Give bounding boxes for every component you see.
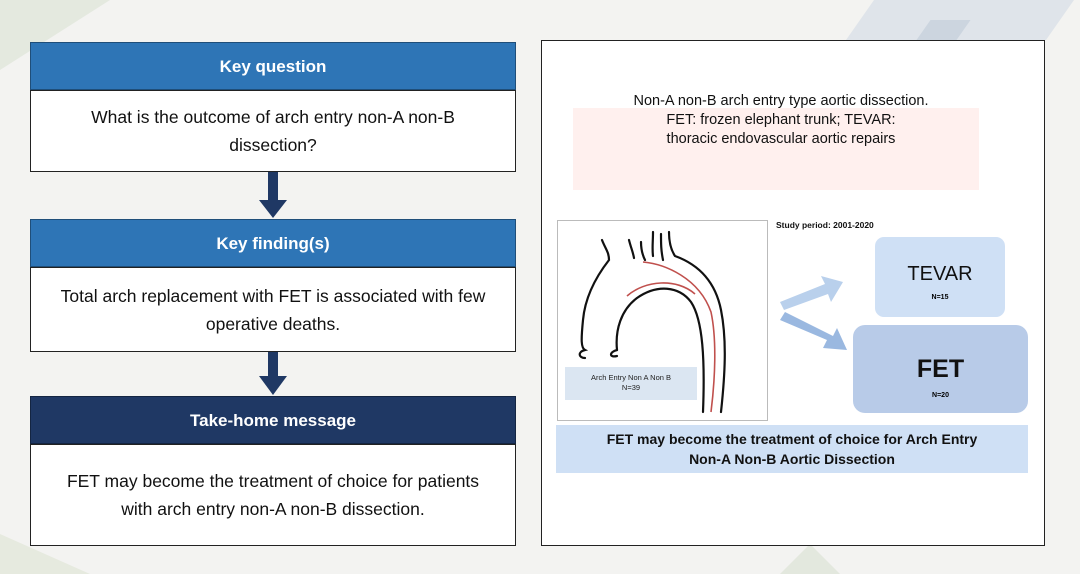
arrow-to-fet-icon [780,312,847,350]
down-arrow-icon [259,172,287,218]
background-decoration [780,544,840,574]
key-finding-text: Total arch replacement with FET is assoc… [30,267,516,352]
arrow-to-tevar-icon [780,276,843,310]
branch-arrows [780,276,847,350]
conclusion-line: FET may become the treatment of choice f… [606,431,978,447]
conclusion-banner: FET may become the treatment of choice f… [556,425,1028,473]
caption-line: thoracic endovascular aortic repairs [666,131,896,147]
caption-background [573,108,979,190]
aortic-arch-illustration [578,230,726,414]
take-home-text: FET may become the treatment of choice f… [30,444,516,546]
fet-count: N=20 [932,392,949,399]
tevar-box: TEVAR N=15 [875,237,1005,317]
down-arrow-icon [259,352,287,395]
conclusion-line: Non-A Non-B Aortic Dissection [689,451,895,467]
take-home-header: Take-home message [30,396,516,444]
arch-entry-count: N=39 [621,383,641,392]
study-period: Study period: 2001-2020 [776,220,874,230]
arch-entry-name: Arch Entry Non A Non B [590,373,672,382]
caption-line: Non-A non-B arch entry type aortic disse… [633,93,929,109]
figure-caption: Non-A non-B arch entry type aortic disse… [573,92,989,149]
key-finding-header: Key finding(s) [30,219,516,267]
key-question-text: What is the outcome of arch entry non-A … [30,90,516,172]
arch-entry-label: Arch Entry Non A Non B N=39 [565,367,697,400]
tevar-count: N=15 [931,294,949,301]
tevar-label: TEVAR [907,263,973,285]
fet-box: FET N=20 [853,325,1028,413]
key-question-header: Key question [30,42,516,90]
fet-label: FET [916,355,965,383]
caption-line: FET: frozen elephant trunk; TEVAR: [666,112,896,128]
